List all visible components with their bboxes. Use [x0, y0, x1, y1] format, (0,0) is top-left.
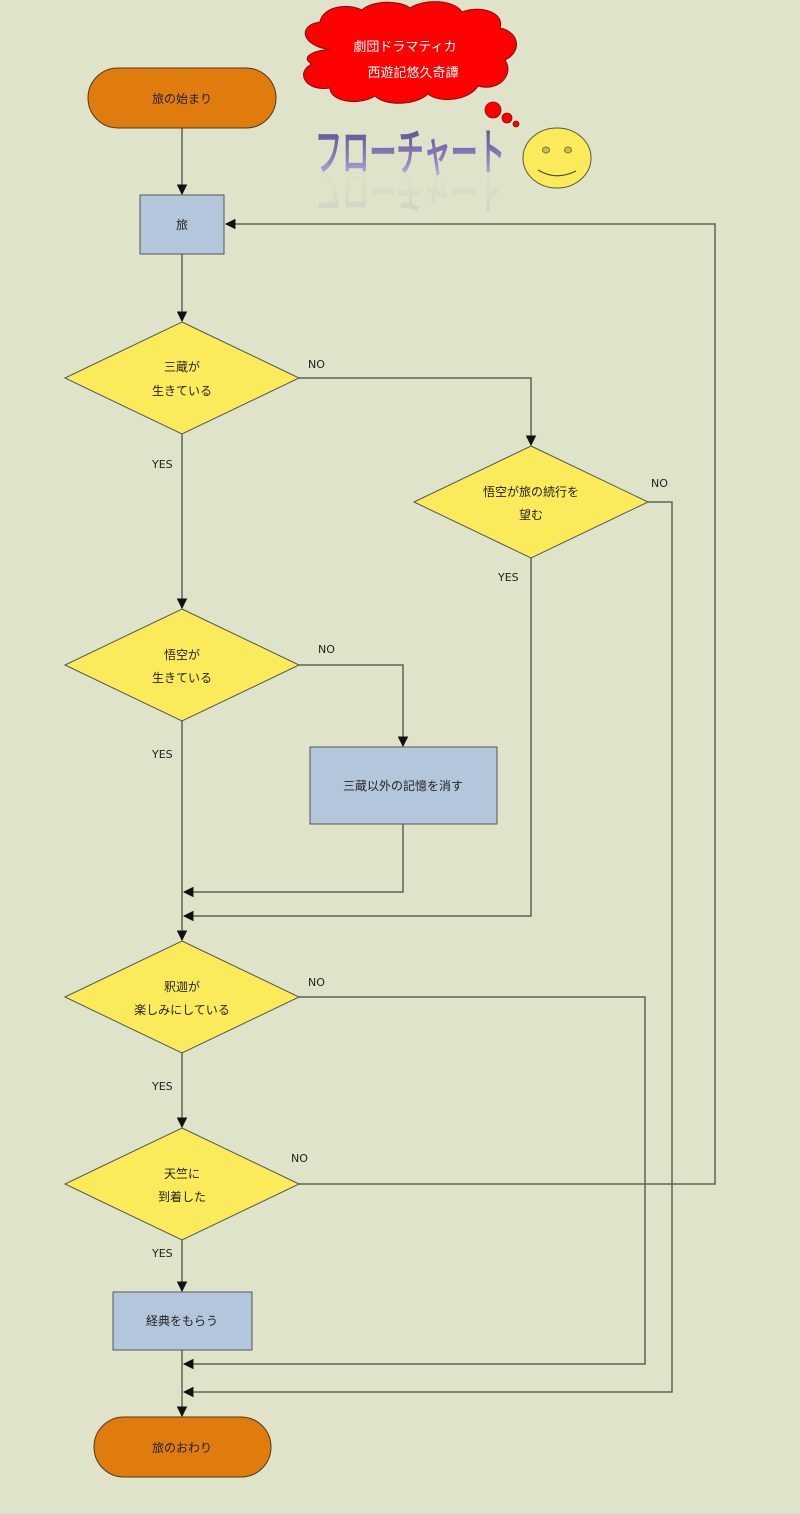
- node-erase-memory-label: 三蔵以外の記憶を消す: [343, 778, 463, 793]
- cloud-bubble-small: [512, 120, 520, 128]
- edge-goku-cont-no: [182, 501, 673, 1398]
- label-goku-alive-no: NO: [318, 643, 335, 656]
- node-arrived-line2: 到着した: [158, 1189, 206, 1204]
- edge-arrived-no: [224, 218, 716, 1185]
- smiley-mouth: [537, 169, 577, 177]
- wordart-title: フローチャート フローチャート: [315, 124, 505, 218]
- node-end[interactable]: 旅のおわり: [93, 1416, 272, 1478]
- edges: [176, 128, 716, 1418]
- node-goku-wants-continue-line2: 望む: [519, 508, 543, 522]
- node-end-label: 旅のおわり: [152, 1441, 212, 1455]
- node-arrived-line1: 天竺に: [164, 1166, 200, 1181]
- node-journey[interactable]: 旅: [139, 194, 225, 255]
- label-sanzo-yes: YES: [151, 458, 173, 471]
- node-goku-wants-continue[interactable]: 悟空が旅の続行を 望む: [412, 445, 650, 559]
- edge-goku-cont-yes: [182, 558, 532, 922]
- label-arrived-yes: YES: [151, 1247, 173, 1260]
- decision-shape: [63, 321, 301, 435]
- node-arrived-tenjiku[interactable]: 天竺に 到着した: [63, 1127, 301, 1241]
- edge-labels: NO YES NO YES NO YES NO YES NO YES: [151, 358, 668, 1260]
- node-goku-alive[interactable]: 悟空が 生きている: [63, 608, 301, 722]
- node-shaka-looking-forward[interactable]: 釈迦が 楽しみにしている: [63, 940, 301, 1054]
- decision-shape: [63, 1127, 301, 1241]
- smiley-right-eye: [564, 146, 572, 154]
- label-sanzo-no: NO: [308, 358, 325, 371]
- cloud-bubble-large: [484, 101, 502, 119]
- label-goku-alive-yes: YES: [151, 748, 173, 761]
- edge-goku-alive-no: [299, 664, 409, 748]
- terminal-shape: [87, 67, 277, 129]
- node-receive-sutra-label: 経典をもらう: [146, 1314, 218, 1328]
- decision-shape: [63, 940, 301, 1054]
- smiley-left-eye: [542, 146, 550, 154]
- edge-erase-to-merge: [182, 824, 404, 898]
- node-start-label: 旅の始まり: [152, 92, 212, 106]
- node-start[interactable]: 旅の始まり: [87, 67, 277, 129]
- node-receive-sutra[interactable]: 経典をもらう: [112, 1291, 253, 1351]
- label-shaka-no: NO: [308, 976, 325, 989]
- node-shaka-line1: 釈迦が: [164, 979, 200, 994]
- terminal-shape: [93, 1416, 272, 1478]
- edge-sanzo-no: [299, 377, 537, 447]
- node-goku-alive-line1: 悟空が: [164, 647, 200, 662]
- title-cloud: 劇団ドラマティカ 西遊記悠久奇譚: [303, 1, 520, 128]
- node-goku-wants-continue-line1: 悟空が旅の続行を: [483, 484, 579, 499]
- node-shaka-line2: 楽しみにしている: [134, 1003, 230, 1017]
- node-goku-alive-line2: 生きている: [152, 671, 212, 685]
- cloud-bubble-medium: [501, 112, 513, 124]
- wordart-title-text: フローチャート: [315, 124, 505, 182]
- node-journey-label: 旅: [176, 218, 188, 232]
- label-arrived-no: NO: [291, 1152, 308, 1165]
- node-sanzo-alive-line2: 生きている: [152, 384, 212, 398]
- node-erase-memory[interactable]: 三蔵以外の記憶を消す: [309, 746, 498, 825]
- cloud-title-line1: 劇団ドラマティカ: [353, 40, 456, 55]
- cloud-shape: [303, 1, 517, 104]
- label-goku-cont-no: NO: [651, 477, 668, 490]
- process-shape: [139, 194, 225, 255]
- wordart-title-reflection: フローチャート: [315, 160, 505, 218]
- smiley-face-icon: [522, 127, 592, 189]
- edge-shaka-no: [182, 996, 646, 1370]
- label-goku-cont-yes: YES: [497, 571, 519, 584]
- process-shape: [309, 746, 498, 825]
- node-sanzo-alive-line1: 三蔵が: [164, 359, 200, 374]
- cloud-title-line2: 西遊記悠久奇譚: [367, 65, 458, 81]
- label-shaka-yes: YES: [151, 1080, 173, 1093]
- decision-shape: [63, 608, 301, 722]
- process-shape: [112, 1291, 253, 1351]
- decision-shape: [412, 445, 650, 559]
- node-sanzo-alive[interactable]: 三蔵が 生きている: [63, 321, 301, 435]
